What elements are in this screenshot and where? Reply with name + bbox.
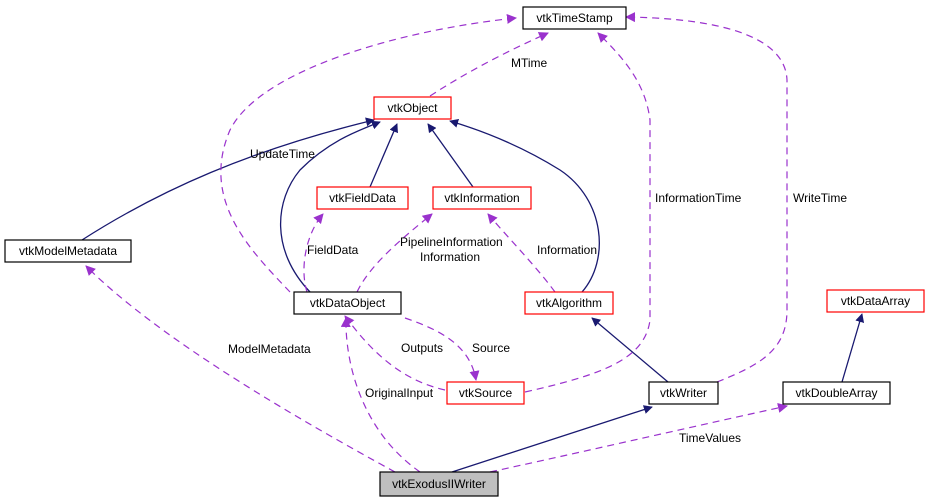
edge-dataobject-updatetime	[220, 13, 517, 293]
edge-label-field-data: FieldData	[307, 243, 359, 257]
edge-fielddata-to-object	[369, 123, 398, 188]
edge-label-information: Information	[537, 243, 597, 257]
edge-label-original-input: OriginalInput	[365, 386, 434, 400]
edge-writer-writetime	[625, 12, 788, 383]
node-vtkwriter[interactable]: vtkWriter	[648, 381, 719, 405]
edge-algorithm-to-object	[449, 119, 600, 293]
edge-label-pipeline-information-2: Information	[420, 250, 480, 264]
edge-modelmetadata-to-object	[81, 117, 375, 241]
svg-text:vtkObject: vtkObject	[387, 101, 438, 115]
node-vtkdataarray[interactable]: vtkDataArray	[826, 289, 925, 313]
svg-text:vtkFieldData: vtkFieldData	[329, 191, 396, 205]
node-vtkdataobject[interactable]: vtkDataObject	[293, 291, 402, 315]
edge-label-mtime: MTime	[511, 56, 548, 70]
edge-information-to-object	[427, 123, 474, 188]
edge-exodus-timevalues	[489, 403, 788, 473]
node-vtkobject[interactable]: vtkObject	[373, 96, 452, 120]
edge-source-outputs	[344, 315, 446, 391]
node-vtktimestamp[interactable]: vtkTimeStamp	[522, 6, 627, 30]
node-vtksource[interactable]: vtkSource	[446, 381, 525, 405]
edge-exodus-modelmetadata	[85, 265, 396, 473]
svg-text:vtkSource: vtkSource	[459, 386, 513, 400]
svg-text:vtkDoubleArray: vtkDoubleArray	[795, 386, 877, 400]
edge-object-mtime	[429, 32, 549, 97]
svg-text:vtkExodusIIWriter: vtkExodusIIWriter	[392, 477, 486, 491]
edge-label-write-time: WriteTime	[793, 191, 847, 205]
node-vtkexodusiiwriter[interactable]: vtkExodusIIWriter	[379, 471, 499, 497]
edge-source-informationtime	[524, 32, 651, 393]
edge-label-pipeline-information: PipelineInformation	[400, 235, 503, 249]
edge-dataobject-information	[356, 213, 433, 293]
edge-exodus-to-writer	[451, 405, 653, 473]
edge-dataobject-source	[404, 317, 480, 381]
edge-label-outputs: Outputs	[401, 341, 443, 355]
edge-label-source: Source	[472, 341, 510, 355]
edge-algorithm-information	[487, 213, 556, 293]
svg-text:vtkInformation: vtkInformation	[444, 191, 519, 205]
edge-exodus-originalinput	[340, 317, 421, 473]
edge-label-information-time: InformationTime	[655, 191, 742, 205]
edge-dataobject-fielddata	[303, 213, 324, 293]
node-vtkmodelmetadata[interactable]: vtkModelMetadata	[4, 239, 132, 263]
svg-text:vtkTimeStamp: vtkTimeStamp	[536, 11, 613, 25]
node-vtkdoublearray[interactable]: vtkDoubleArray	[782, 381, 891, 405]
svg-text:vtkModelMetadata: vtkModelMetadata	[19, 244, 117, 258]
node-vtkinformation[interactable]: vtkInformation	[432, 186, 532, 210]
edge-dataobject-to-object	[279, 120, 381, 293]
edge-label-model-metadata: ModelMetadata	[228, 342, 311, 356]
svg-text:vtkDataArray: vtkDataArray	[841, 294, 910, 308]
svg-text:vtkDataObject: vtkDataObject	[310, 296, 386, 310]
svg-text:vtkWriter: vtkWriter	[660, 386, 707, 400]
node-vtkfielddata[interactable]: vtkFieldData	[316, 186, 409, 210]
edge-doublearray-to-dataarray	[841, 313, 865, 383]
edge-writer-to-algorithm	[591, 317, 669, 383]
edge-label-time-values: TimeValues	[679, 431, 741, 445]
svg-text:vtkAlgorithm: vtkAlgorithm	[536, 296, 602, 310]
edge-label-update-time: UpdateTime	[250, 147, 315, 161]
node-vtkalgorithm[interactable]: vtkAlgorithm	[524, 291, 614, 315]
